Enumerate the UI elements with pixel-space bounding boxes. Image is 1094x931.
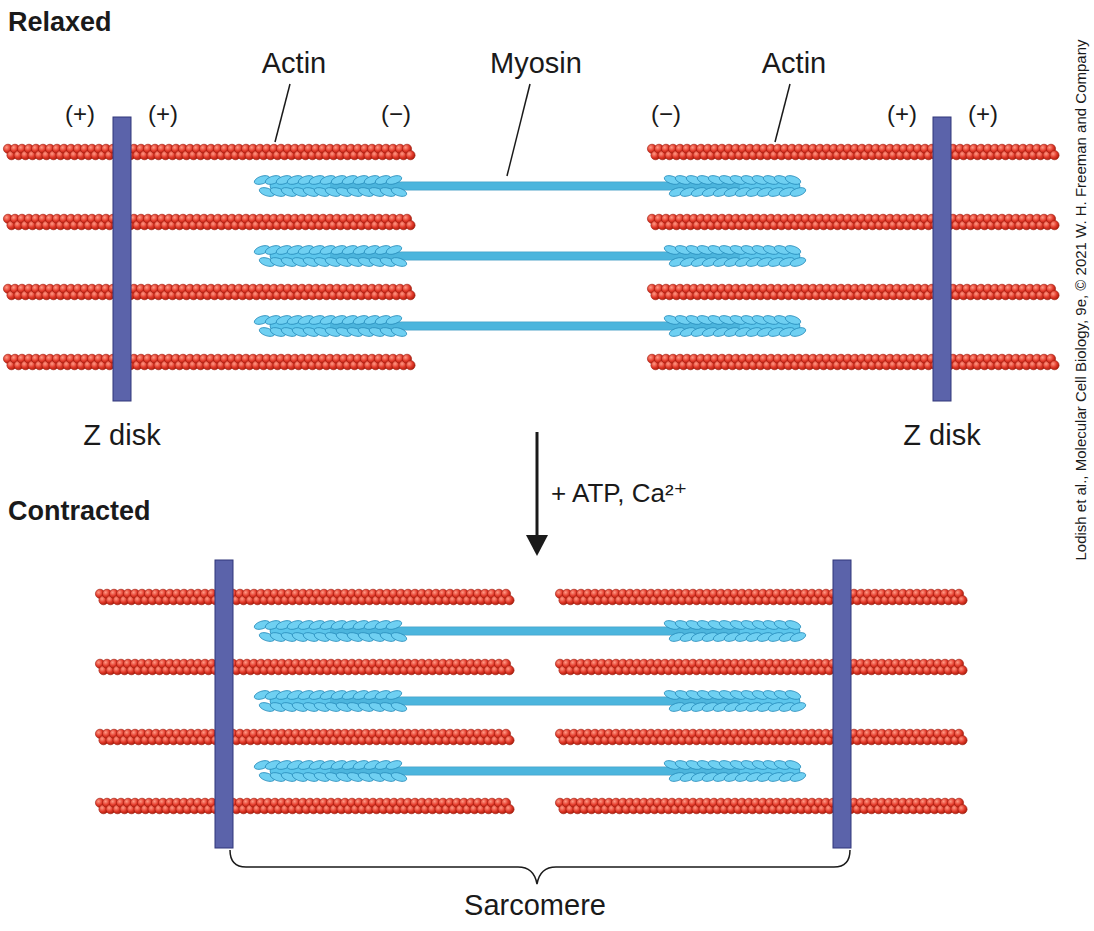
actin-filament xyxy=(3,144,415,160)
actin-filament xyxy=(95,659,514,675)
actin-bead xyxy=(958,805,967,814)
actin-filament xyxy=(647,354,1059,370)
myosin-head xyxy=(789,186,807,198)
myosin-head xyxy=(784,244,802,256)
actin-filament xyxy=(3,354,415,370)
actin-filament xyxy=(95,798,514,814)
actin-filament xyxy=(3,214,415,230)
myosin-head xyxy=(789,256,807,268)
myosin-filament xyxy=(253,244,807,268)
actin-filament xyxy=(647,284,1059,300)
myosin-strand xyxy=(330,186,740,187)
actin-bead xyxy=(958,596,967,605)
myosin-filament xyxy=(253,314,807,338)
actin-bead xyxy=(505,666,514,675)
actin-filament xyxy=(555,659,967,675)
actin-bead xyxy=(1050,291,1059,300)
myosin-head xyxy=(390,186,408,198)
actin-bead xyxy=(1050,221,1059,230)
actin-bead xyxy=(958,736,967,745)
actin-layer xyxy=(3,144,1059,814)
myosin-head xyxy=(385,244,403,256)
myosin-head xyxy=(390,256,408,268)
myosin-strand xyxy=(330,256,740,257)
actin-bead xyxy=(505,805,514,814)
myosin-strand xyxy=(330,326,740,327)
myosin-layer xyxy=(253,174,807,783)
actin-bead xyxy=(505,736,514,745)
actin-filament xyxy=(95,729,514,745)
actin-bead xyxy=(1050,151,1059,160)
actin-filament xyxy=(95,589,514,605)
myosin-head xyxy=(385,174,403,186)
actin-filament xyxy=(647,144,1059,160)
actin-filament xyxy=(3,284,415,300)
actin-bead xyxy=(406,291,415,300)
actin-filament xyxy=(555,589,967,605)
actin-filament xyxy=(555,798,967,814)
actin-bead xyxy=(1050,361,1059,370)
actin-bead xyxy=(406,361,415,370)
actin-bead xyxy=(406,151,415,160)
actin-filament xyxy=(647,214,1059,230)
actin-bead xyxy=(406,221,415,230)
actin-bead xyxy=(505,596,514,605)
myosin-filament xyxy=(253,174,807,198)
actin-filament xyxy=(555,729,967,745)
actin-bead xyxy=(958,666,967,675)
myosin-head xyxy=(784,174,802,186)
